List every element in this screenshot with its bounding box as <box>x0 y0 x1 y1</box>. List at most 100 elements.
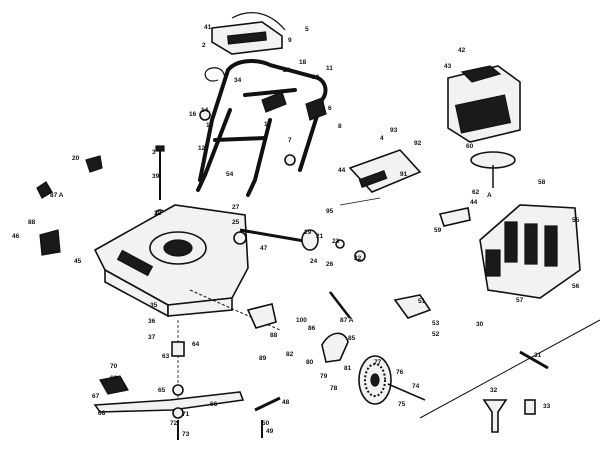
blade-assembly <box>93 320 245 440</box>
callout-85: 85 <box>348 335 356 342</box>
callout-23: 23 <box>332 238 340 245</box>
callout-100: 100 <box>296 317 307 324</box>
callout-64: 64 <box>192 341 200 348</box>
callout-8: 8 <box>338 123 342 130</box>
callout-91: 91 <box>400 171 408 178</box>
callout-2: 2 <box>202 42 206 49</box>
callout-55: 55 <box>572 217 580 224</box>
callout-15: 15 <box>206 122 214 129</box>
callout-79: 79 <box>320 373 328 380</box>
callout-71: 71 <box>182 411 190 418</box>
callout-69: 69 <box>110 375 118 382</box>
callout-88: 88 <box>28 219 36 226</box>
callout-19: 19 <box>304 229 312 236</box>
callout-63: 63 <box>162 353 170 360</box>
callout-81: 81 <box>344 365 352 372</box>
callout-50: 50 <box>262 420 270 427</box>
callout-11: 11 <box>326 65 333 72</box>
front-wheel <box>358 355 426 405</box>
callout-59: 59 <box>434 227 442 234</box>
callout-33: 33 <box>543 403 551 410</box>
control-box <box>211 12 286 55</box>
cable <box>204 67 226 89</box>
rear-clip <box>85 155 103 173</box>
callout-58: 58 <box>538 179 546 186</box>
callout-31: 31 <box>534 352 542 359</box>
engine <box>447 65 521 188</box>
callout-62: 62 <box>472 189 480 196</box>
callout-45: 45 <box>74 258 82 265</box>
callout-72: 72 <box>170 420 178 427</box>
callout-25: 25 <box>232 219 240 226</box>
callout-27: 27 <box>232 204 240 211</box>
callout-21: 21 <box>316 233 324 240</box>
callout-86: 86 <box>308 325 316 332</box>
callout-74: 74 <box>412 383 420 390</box>
mower-deck <box>93 204 249 318</box>
lower-handle <box>196 108 272 197</box>
side-bracket <box>393 294 432 319</box>
callout-4: 4 <box>380 135 384 142</box>
callout-66: 66 <box>210 401 218 408</box>
callout-82: 82 <box>286 351 294 358</box>
callout-93: 93 <box>390 127 398 134</box>
callout-92: 92 <box>414 140 422 147</box>
callout-75: 75 <box>398 401 406 408</box>
handle-switch <box>261 91 327 121</box>
callout-35: 35 <box>150 302 158 309</box>
callout-73: 73 <box>182 431 190 438</box>
grass-box-cover <box>339 149 422 206</box>
callout-80: 80 <box>306 359 314 366</box>
divider-line <box>419 319 600 419</box>
callout-5: 5 <box>305 26 309 33</box>
callout-39: 39 <box>152 173 160 180</box>
callout-48: 48 <box>282 399 290 406</box>
callout-49: 49 <box>266 428 274 435</box>
callout-52: 52 <box>432 331 440 338</box>
callout-43: 43 <box>444 63 452 70</box>
callout-57: 57 <box>516 297 524 304</box>
callout-10: 10 <box>312 74 320 81</box>
callout-6: 6 <box>328 105 332 112</box>
grass-catcher <box>479 204 581 299</box>
rear-flap-left <box>36 181 61 256</box>
callout-32: 32 <box>490 387 498 394</box>
callout-77: 77 <box>374 359 382 366</box>
callout-46: 46 <box>12 233 20 240</box>
callout-17: 17 <box>264 121 272 128</box>
callout-65: 65 <box>158 387 166 394</box>
callout-A: A <box>487 192 492 199</box>
callout-36: 36 <box>148 318 156 325</box>
callout-78: 78 <box>330 385 338 392</box>
callout-34: 34 <box>234 77 242 84</box>
spare-blade <box>254 396 281 412</box>
bolt <box>155 145 165 217</box>
callout-87b: 87 A <box>340 317 354 324</box>
callout-68: 68 <box>98 410 106 417</box>
callout-47: 47 <box>260 245 268 252</box>
callout-37: 37 <box>148 334 156 341</box>
catcher-handle <box>438 207 471 227</box>
callout-3: 3 <box>152 149 156 156</box>
callout-60: 60 <box>466 143 474 150</box>
callout-12: 12 <box>198 145 206 152</box>
callout-42: 42 <box>458 47 466 54</box>
callout-14: 14 <box>201 107 209 114</box>
accessories <box>482 350 549 433</box>
callout-95: 95 <box>326 208 334 215</box>
callout-56: 56 <box>572 283 580 290</box>
callout-67: 67 <box>92 393 100 400</box>
callout-30: 30 <box>476 321 484 328</box>
callout-9: 9 <box>288 37 292 44</box>
callout-20: 20 <box>72 155 80 162</box>
callout-89: 89 <box>259 355 267 362</box>
callout-51: 51 <box>418 298 426 305</box>
callout-29: 29 <box>283 67 291 74</box>
handle-knob-left <box>199 109 296 166</box>
callout-53: 53 <box>432 320 440 327</box>
callout-38: 38 <box>154 210 162 217</box>
callout-54: 54 <box>226 171 234 178</box>
